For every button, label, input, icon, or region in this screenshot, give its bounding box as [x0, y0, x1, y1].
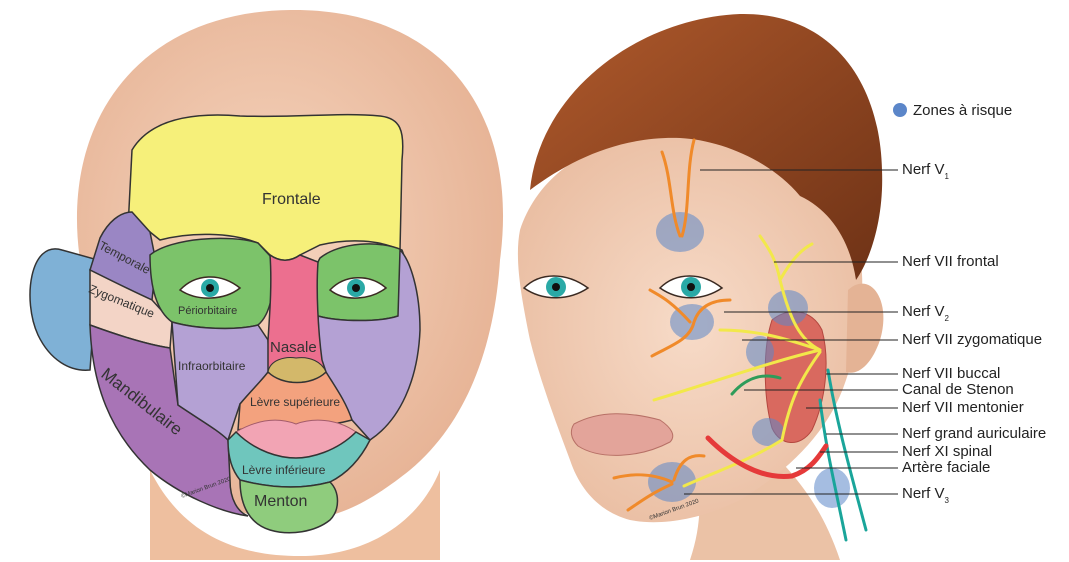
right-ear	[846, 284, 883, 373]
label-periorbitaire: Périorbitaire	[178, 305, 237, 317]
legend-label: Zones à risque	[913, 102, 1012, 119]
legend-swatch	[893, 103, 907, 117]
right-face-risk-zones-diagram: Zones à risque Nerf V1 Nerf VII frontal …	[518, 14, 1046, 560]
callout-nerf-v2: Nerf V2	[902, 303, 950, 323]
callout-nerf-xi-spinal: Nerf XI spinal	[902, 443, 992, 460]
callout-artere-faciale: Artère faciale	[902, 459, 990, 476]
label-menton: Menton	[254, 493, 307, 510]
label-frontale: Frontale	[262, 191, 321, 208]
label-infraorbitaire: Infraorbitaire	[178, 359, 246, 373]
callout-nerf-v1: Nerf V1	[902, 161, 950, 181]
callout-nerf-vii-zygomatique: Nerf VII zygomatique	[902, 331, 1042, 348]
label-levre-inferieure: Lèvre inférieure	[242, 463, 326, 477]
callout-nerf-vii-frontal: Nerf VII frontal	[902, 253, 999, 270]
zone-frontale	[128, 115, 403, 261]
zone-ear	[30, 249, 98, 370]
callout-nerf-vii-buccal: Nerf VII buccal	[902, 365, 1000, 382]
callout-nerf-vii-mentonier: Nerf VII mentonier	[902, 399, 1024, 416]
left-face-zones-diagram: Frontale Temporale Zygomatique Périorbit…	[30, 10, 503, 560]
label-levre-superieure: Lèvre supérieure	[250, 395, 340, 409]
callout-nerf-v3: Nerf V3	[902, 485, 950, 505]
callout-nerf-grand-auriculaire: Nerf grand auriculaire	[902, 425, 1046, 442]
label-nasale: Nasale	[270, 339, 317, 356]
callout-canal-stenon: Canal de Stenon	[902, 381, 1014, 398]
